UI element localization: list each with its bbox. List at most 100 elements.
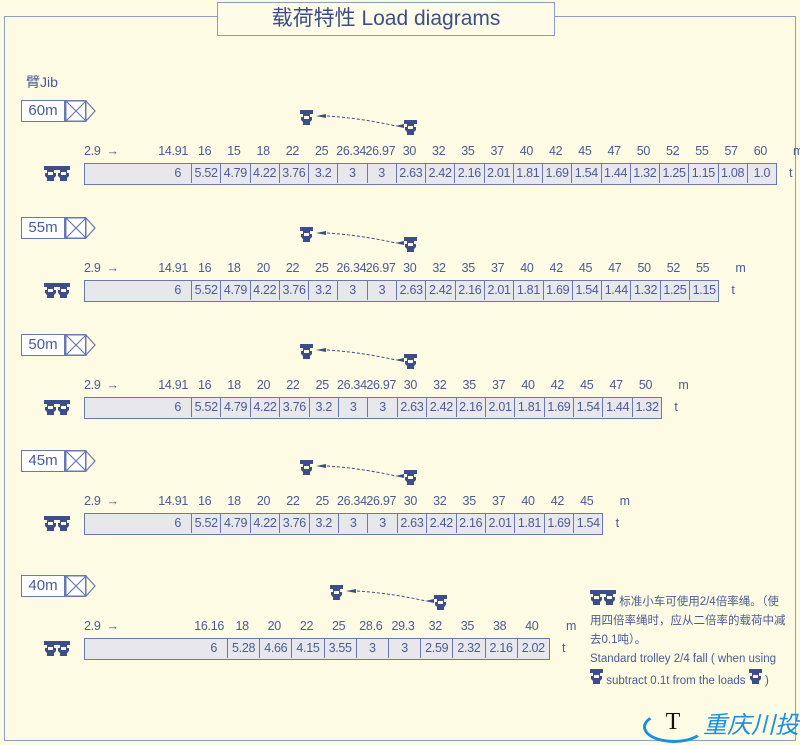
load-cell: 3.76: [278, 281, 308, 300]
jib-length: 40m: [21, 575, 65, 597]
distance-label: 16.16: [194, 619, 224, 633]
trolley-icon: [404, 470, 417, 485]
distance-label: 47: [609, 378, 624, 392]
trolley-icon: [404, 120, 417, 135]
note-english-2: subtract 0.1t from the loads: [606, 675, 746, 687]
load-cell: 3.76: [279, 398, 308, 417]
distance-label: 45: [580, 378, 594, 392]
trolley-icon: [300, 227, 313, 242]
trolley-icon: [404, 237, 417, 252]
load-cell: 3.76: [279, 514, 308, 533]
load-cell: 2.32: [452, 639, 484, 658]
load-cell: 2.01: [483, 164, 513, 183]
load-cell: 4.66: [259, 639, 291, 658]
load-cell: 1.25: [659, 164, 688, 183]
distance-label: 30: [403, 261, 417, 275]
load-cell: 1.81: [512, 164, 542, 183]
load-cell: 6: [210, 641, 217, 655]
distance-label: 45: [578, 144, 592, 158]
distance-label: 42: [550, 494, 565, 508]
distance-label: 40: [520, 261, 534, 275]
trolley-travel-diagram: [300, 460, 420, 491]
distance-label: 25: [314, 144, 329, 158]
load-cell: 1.44: [601, 281, 630, 300]
load-cell: 2.16: [455, 398, 485, 417]
load-cell: 1.0: [746, 164, 776, 183]
arrow-icon: →: [106, 144, 119, 158]
distance-label: 52: [666, 261, 681, 275]
distance-label: 18: [227, 261, 241, 275]
load-cell: 2.42: [426, 514, 455, 533]
unit-t: t: [615, 516, 620, 530]
load-cell: 1.69: [543, 514, 573, 533]
distance-label: 40: [521, 378, 535, 392]
load-cell: 3: [337, 164, 366, 183]
trolley-icon: [404, 354, 417, 369]
trolley-travel-diagram: [330, 585, 450, 616]
load-cell: 3.55: [323, 639, 356, 658]
start-distance: 2.9: [84, 619, 101, 633]
load-cell: 2.16: [484, 639, 517, 658]
jib-length: 55m: [21, 217, 65, 239]
unit-m: m: [735, 261, 746, 275]
load-cell: 4.79: [220, 164, 249, 183]
start-distance: 2.9: [84, 261, 101, 275]
load-cell: 4.22: [249, 164, 279, 183]
load-cell: 2.16: [454, 281, 484, 300]
unit-t: t: [562, 641, 566, 655]
four-fall-trolley-icon: [590, 669, 603, 687]
distance-label: 18: [235, 619, 249, 633]
arrow-icon: →: [106, 494, 119, 508]
arrow-icon: →: [106, 619, 119, 633]
start-distance: 2.9: [84, 144, 101, 158]
distance-label: 37: [491, 494, 506, 508]
load-cell: 1.32: [629, 164, 659, 183]
distance-label: 20: [256, 494, 271, 508]
logo-name: 重庆川投: [703, 712, 799, 739]
load-cell: 2.42: [426, 398, 455, 417]
load-cell: 1.44: [602, 398, 631, 417]
distance-label: 45: [580, 494, 594, 508]
distance-label: 35: [462, 378, 477, 392]
load-cell: 1.81: [514, 398, 543, 417]
distance-label: 30: [403, 494, 418, 508]
distance-label: 16: [197, 144, 212, 158]
load-cell: 3.2: [308, 281, 337, 300]
distance-label: 32: [428, 619, 443, 633]
load-cell: 2.63: [396, 514, 426, 533]
distance-label: 22: [299, 619, 314, 633]
load-cell: 3.2: [308, 164, 337, 183]
load-cell: 1.32: [631, 398, 661, 417]
distance-label: 35: [461, 144, 475, 158]
load-cell: 3: [337, 398, 367, 417]
unit-m: m: [566, 619, 577, 633]
trolley-travel-diagram: [300, 344, 420, 375]
load-cell: 4.79: [220, 281, 249, 300]
distance-label: 14.91: [158, 494, 188, 508]
load-cell: 3: [366, 281, 396, 300]
distance-label: 37: [490, 261, 505, 275]
unit-m: m: [678, 378, 689, 392]
distance-label: 60: [753, 144, 768, 158]
load-cell: 1.54: [573, 398, 602, 417]
jib-length-box: 55m: [21, 217, 97, 239]
distance-label: 35: [461, 261, 476, 275]
load-cell: 1.32: [630, 281, 659, 300]
jib-tip-icon: [65, 450, 96, 472]
load-cell: 2.01: [483, 281, 513, 300]
double-trolley-icon: [44, 283, 70, 303]
distance-label: 20: [256, 261, 271, 275]
distance-label: 22: [285, 144, 300, 158]
load-cell: 2.16: [455, 514, 485, 533]
load-cell: 2.42: [425, 281, 454, 300]
page-title: 载荷特性 Load diagrams: [217, 2, 555, 36]
unit-m: m: [793, 144, 800, 158]
load-cell: 2.16: [454, 164, 483, 183]
load-cell: 2.01: [484, 398, 514, 417]
